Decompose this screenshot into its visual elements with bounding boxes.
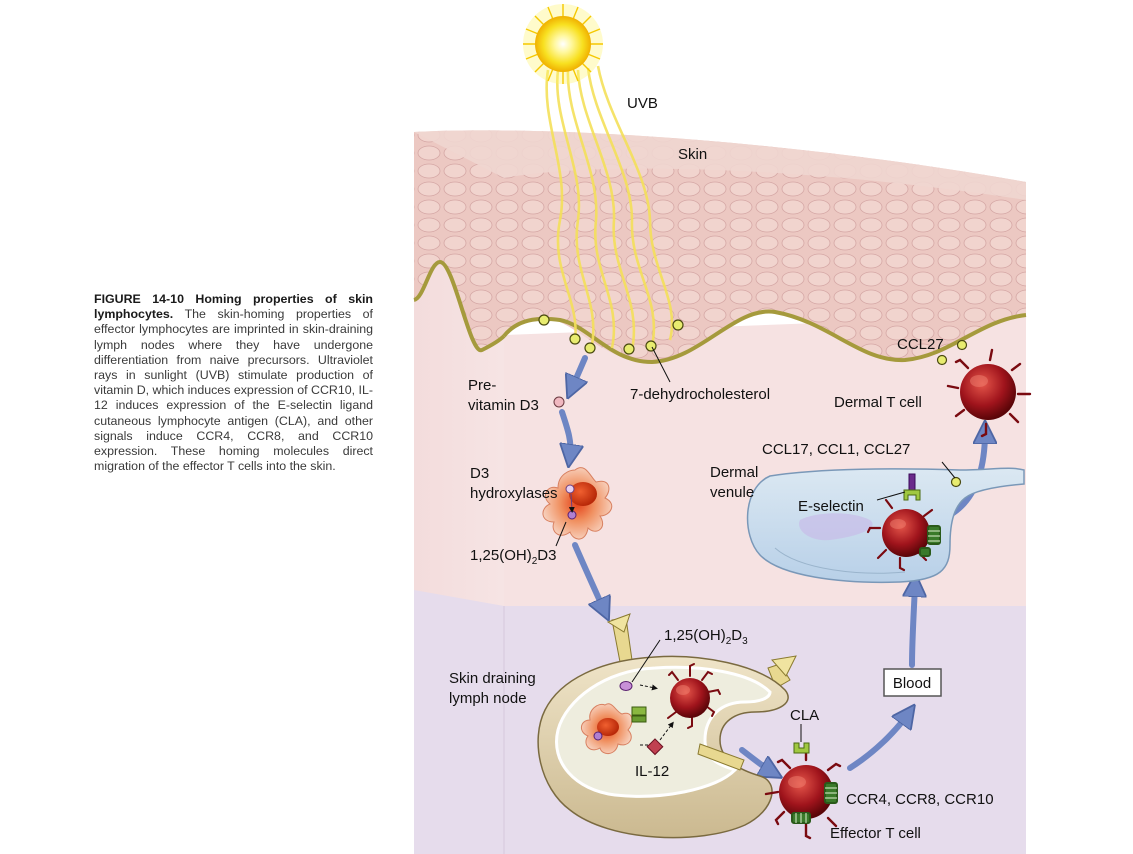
- basement-membrane: [502, 309, 1027, 365]
- uvb-rays: [545, 65, 674, 351]
- label-dermal-venule-line1: Dermal: [710, 464, 758, 481]
- label-il12: IL-12: [635, 763, 669, 780]
- label-dihydroxy-d3-a: 1,25(OH)2D3: [470, 547, 556, 567]
- label-ccl27: CCL27: [897, 336, 944, 353]
- figure-caption: FIGURE 14-10 Homing properties of skin l…: [94, 292, 373, 474]
- effector-t-cell: [764, 742, 842, 840]
- lymph-node: [537, 613, 797, 839]
- caption-body: The skin-homing properties of effector l…: [94, 307, 373, 474]
- dendritic-cell: [542, 467, 613, 540]
- label-skin: Skin: [678, 146, 707, 163]
- label-d3-hydroxylases-line2: hydroxylases: [470, 485, 558, 502]
- rolling-t-cell: [866, 473, 941, 572]
- label-dihydroxy-d3-b: 1,25(OH)2D3: [664, 627, 748, 647]
- label-e-selectin: E-selectin: [798, 498, 864, 515]
- blood-box: [883, 668, 942, 697]
- label-dehydrocholesterol: 7-dehydrocholesterol: [630, 386, 770, 403]
- label-dermal-venule-line2: venule: [710, 484, 754, 501]
- label-effector-receptors: CCR4, CCR8, CCR10: [846, 791, 994, 808]
- caption-heading: FIGURE 14-10 Homing properties of skin l…: [94, 292, 373, 322]
- dehydrocholesterol-molecules: [538, 314, 684, 355]
- label-cla: CLA: [790, 707, 819, 724]
- label-lymph-node-line1: Skin draining: [449, 670, 536, 687]
- label-pre-vitamin-line1: Pre-: [468, 377, 496, 394]
- naive-t-cell: [667, 663, 721, 729]
- migration-arrows: [562, 355, 985, 772]
- label-lymph-node-line2: lymph node: [449, 690, 527, 707]
- label-blood: Blood: [893, 675, 931, 692]
- pre-vitamin-d3-molecule: [553, 396, 565, 408]
- dermal-t-cell: [946, 348, 1032, 438]
- label-chemokines: CCL17, CCL1, CCL27: [762, 441, 910, 458]
- epidermis-surface: [414, 130, 1026, 363]
- label-dermal-t-cell: Dermal T cell: [834, 394, 922, 411]
- label-d3-hydroxylases-line1: D3: [470, 465, 489, 482]
- label-uvb: UVB: [627, 95, 658, 112]
- label-effector-t-cell: Effector T cell: [830, 825, 921, 842]
- sun-icon: [523, 4, 603, 84]
- label-pre-vitamin-line2: vitamin D3: [468, 397, 539, 414]
